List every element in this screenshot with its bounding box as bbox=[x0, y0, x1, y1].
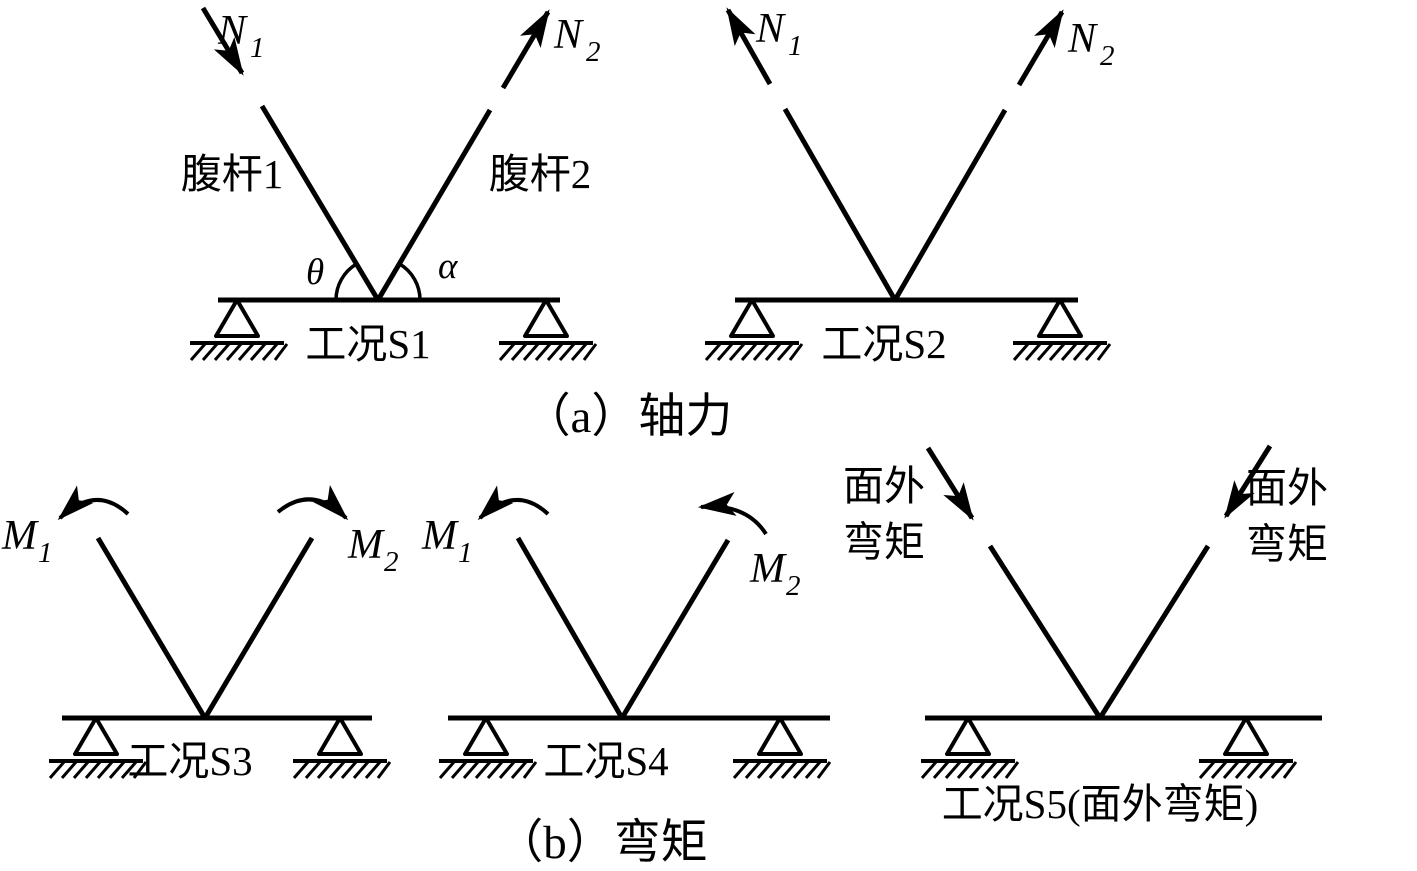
s1-member1-line bbox=[259, 104, 381, 302]
s1-member2-name-label: 腹杆2 bbox=[489, 151, 592, 197]
s4-member1-line bbox=[515, 536, 625, 720]
s1-right-pin-support-icon bbox=[497, 298, 598, 362]
s2-force1-subscript: 1 bbox=[788, 30, 803, 62]
diagram-s1: N 1 N 2 腹杆1 腹杆2 θ α 工况S1 bbox=[181, 6, 601, 367]
s2-member1-line bbox=[782, 107, 898, 302]
s1-left-pin-support-icon bbox=[188, 298, 289, 362]
s1-theta-label: θ bbox=[306, 252, 324, 293]
s2-force1-arrow-icon bbox=[725, 7, 773, 86]
s5-right-note-line2: 弯矩 bbox=[1246, 521, 1328, 567]
s4-case-label: 工况S4 bbox=[543, 738, 668, 784]
s5-right-note-line1: 面外 bbox=[1246, 465, 1328, 511]
s5-left-note-line1: 面外 bbox=[843, 463, 925, 509]
diagram-s5: 面外 弯矩 面外 弯矩 工况S5(面外弯矩) bbox=[843, 444, 1328, 827]
caption-bending-moment: （b）弯矩 bbox=[496, 817, 708, 869]
s3-moment1-label: M bbox=[1, 513, 39, 559]
diagram-s4: M 1 M 2 工况S4 bbox=[421, 485, 832, 784]
s1-force1-subscript: 1 bbox=[250, 32, 265, 64]
s4-moment2-label: M bbox=[749, 546, 787, 592]
s1-force2-label: N bbox=[553, 12, 584, 58]
s1-member2-line bbox=[375, 108, 493, 302]
s3-member2-line bbox=[202, 536, 315, 720]
s1-alpha-label: α bbox=[438, 246, 459, 287]
s5-case-label: 工况S5(面外弯矩) bbox=[942, 781, 1259, 827]
s5-right-out-of-plane-arrow-icon bbox=[1223, 444, 1273, 519]
s4-left-pin-support-icon bbox=[437, 716, 538, 780]
s3-member1-line bbox=[95, 536, 208, 720]
s4-member2-line bbox=[619, 538, 731, 720]
s3-moment2-subscript: 2 bbox=[384, 546, 399, 578]
s2-force2-subscript: 2 bbox=[1100, 40, 1115, 72]
s1-force2-subscript: 2 bbox=[586, 36, 601, 68]
diagram-s3: M 1 M 2 工况S3 bbox=[1, 484, 399, 784]
s3-case-label: 工况S3 bbox=[127, 738, 252, 784]
caption-axial-force: （a）轴力 bbox=[524, 391, 733, 443]
s2-member2-line bbox=[892, 108, 1008, 302]
s4-moment2-arrow-icon bbox=[697, 491, 768, 536]
s4-moment1-label: M bbox=[421, 513, 459, 559]
s2-force2-arrow-icon bbox=[1016, 9, 1065, 87]
s4-moment2-subscript: 2 bbox=[786, 570, 801, 602]
s4-moment1-subscript: 1 bbox=[458, 537, 473, 569]
s1-force1-arrow-icon bbox=[200, 6, 245, 76]
s1-alpha-angle-arc bbox=[398, 262, 422, 301]
s5-right-pin-support-icon bbox=[1197, 716, 1298, 780]
s1-force2-arrow-icon bbox=[500, 9, 551, 90]
s2-force1-label: N bbox=[755, 6, 786, 52]
s5-member1-line bbox=[987, 544, 1103, 720]
s4-moment1-arrow-icon bbox=[477, 485, 550, 521]
s5-left-out-of-plane-arrow-icon bbox=[925, 446, 975, 521]
s5-left-pin-support-icon bbox=[919, 716, 1020, 780]
s2-left-pin-support-icon bbox=[703, 298, 804, 362]
s4-right-pin-support-icon bbox=[731, 716, 832, 780]
s1-case-label: 工况S1 bbox=[305, 321, 430, 367]
s5-member2-line bbox=[1097, 544, 1211, 720]
diagram-s2: N 1 N 2 工况S2 bbox=[703, 6, 1115, 367]
s5-left-note-line2: 弯矩 bbox=[843, 519, 925, 565]
s3-moment2-label: M bbox=[347, 522, 385, 568]
s2-force2-label: N bbox=[1067, 16, 1098, 62]
s3-moment2-arrow-icon bbox=[276, 484, 349, 521]
s3-right-pin-support-icon bbox=[291, 716, 392, 780]
s3-moment1-subscript: 1 bbox=[38, 537, 53, 569]
s1-theta-angle-arc bbox=[334, 262, 358, 301]
s1-member1-name-label: 腹杆1 bbox=[181, 151, 284, 197]
s3-moment1-arrow-icon bbox=[57, 485, 130, 521]
s2-right-pin-support-icon bbox=[1011, 298, 1112, 362]
s1-force1-label: N bbox=[217, 8, 248, 54]
s2-case-label: 工况S2 bbox=[821, 321, 946, 367]
